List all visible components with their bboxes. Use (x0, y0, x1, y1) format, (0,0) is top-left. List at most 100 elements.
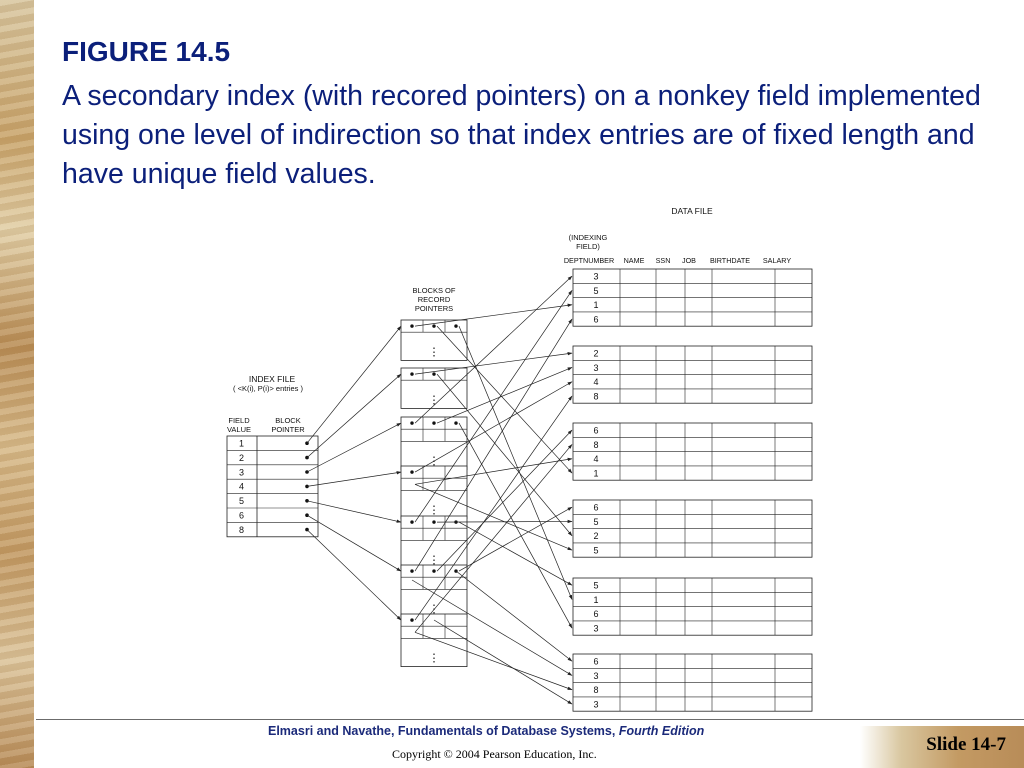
pointer-arrow (306, 373, 402, 458)
dept-number-cell: 6 (593, 609, 598, 619)
block-ellipsis: ⋮ (429, 555, 440, 567)
data-column-header: DEPTNUMBER (564, 256, 614, 265)
data-column-header: SSN (656, 256, 671, 265)
dept-number-cell: 4 (593, 454, 598, 464)
record-pointer-dot (410, 372, 414, 376)
pointer-arrow (306, 514, 402, 572)
pointer-arrow (436, 429, 573, 572)
index-field-value: 1 (239, 439, 244, 449)
dept-number-cell: 4 (593, 377, 598, 387)
record-pointer-dot (410, 421, 414, 425)
block-ellipsis: ⋮ (429, 394, 440, 406)
record-pointer-dot (410, 520, 414, 524)
index-field-value: 4 (239, 482, 244, 492)
pointer-arrow (433, 619, 573, 705)
data-column-header: JOB (682, 256, 696, 265)
pointer-arrow (458, 506, 573, 572)
dept-number-cell: 3 (593, 272, 598, 282)
record-pointer-dot (410, 324, 414, 328)
indexing-field-label-2: FIELD) (576, 242, 600, 251)
dept-number-cell: 6 (593, 314, 598, 324)
dept-number-cell: 6 (593, 426, 598, 436)
pointer-block (400, 564, 468, 618)
block-pointer-header-2: POINTER (271, 425, 305, 434)
pointer-arrow (306, 529, 402, 621)
footer-book-citation: Elmasri and Navathe, Fundamentals of Dat… (268, 724, 704, 738)
pointer-arrow (414, 444, 573, 633)
data-file: DATA FILE (INDEXING FIELD) DEPTNUMBER NAM… (564, 206, 813, 712)
dept-number-cell: 8 (593, 391, 598, 401)
record-pointer-dot (432, 569, 436, 573)
index-field-value: 6 (239, 511, 244, 521)
data-column-header: NAME (624, 256, 645, 265)
slide-number: Slide 14-7 (926, 734, 1006, 755)
index-table-border (226, 435, 319, 538)
dept-number-cell: 5 (593, 286, 598, 296)
dept-number-cell: 1 (593, 595, 598, 605)
field-value-header-2: VALUE (227, 425, 251, 434)
dept-number-cell: 6 (593, 503, 598, 513)
decorative-sand-sidebar (0, 0, 34, 768)
block-pointer-header-1: BLOCK (275, 416, 300, 425)
record-pointer-blocks: BLOCKS OF RECORD POINTERS ⋮⋮⋮⋮⋮⋮⋮ (400, 286, 468, 667)
figure-title: FIGURE 14.5 (62, 36, 231, 67)
index-field-value: 5 (239, 496, 244, 506)
blocks-label-line-1: BLOCKS OF (413, 286, 456, 295)
dept-number-cell: 1 (593, 468, 598, 478)
record-pointer-dot (432, 372, 436, 376)
pointer-arrow (414, 303, 573, 327)
dept-number-cell: 2 (593, 349, 598, 359)
pointer-dot (305, 484, 309, 489)
figure-caption: A secondary index (with recored pointers… (62, 80, 981, 190)
record-pointer-dot (432, 421, 436, 425)
blocks-label-line-2: RECORD (418, 295, 451, 304)
record-pointer-dot (432, 324, 436, 328)
pointer-arrow (411, 579, 573, 676)
dept-number-cell: 5 (593, 517, 598, 527)
block-ellipsis: ⋮ (429, 653, 440, 665)
pointer-arrow (414, 290, 573, 523)
record-pointer-dot (454, 421, 458, 425)
dept-number-cell: 5 (593, 581, 598, 591)
indexing-field-label-1: (INDEXING (569, 233, 608, 242)
pointer-block (400, 613, 468, 667)
data-column-header: SALARY (763, 256, 791, 265)
pointer-arrow (436, 367, 573, 424)
field-value-header-1: FIELD (228, 416, 250, 425)
dept-number-cell: 8 (593, 685, 598, 695)
index-field-value: 8 (239, 525, 244, 535)
pointer-arrow (306, 325, 402, 444)
block-ellipsis: ⋮ (429, 346, 440, 358)
data-file-title: DATA FILE (671, 206, 713, 216)
block-ellipsis: ⋮ (429, 456, 440, 468)
pointer-arrow (458, 422, 573, 629)
record-pointer-dot (410, 569, 414, 573)
record-pointer-dot (432, 520, 436, 524)
pointer-arrows (306, 275, 573, 705)
index-field-value: 2 (239, 453, 244, 463)
pointer-arrow (414, 318, 573, 572)
index-file: INDEX FILE ( <K(i), P(i)> entries ) FIEL… (226, 374, 319, 538)
pointer-arrow (306, 471, 402, 487)
pointer-arrow (436, 373, 573, 537)
dept-number-cell: 5 (593, 545, 598, 555)
slide-number-box: Slide 14-7 (860, 726, 1024, 768)
footer-edition: Fourth Edition (618, 724, 705, 738)
pointer-arrow (414, 395, 573, 621)
dept-number-cell: 2 (593, 531, 598, 541)
pointer-arrow (414, 631, 573, 691)
pointer-arrow (414, 381, 573, 473)
pointer-arrow (455, 570, 573, 662)
index-file-title: INDEX FILE (249, 374, 296, 384)
footer-book-title: Elmasri and Navathe, Fundamentals of Dat… (268, 724, 616, 738)
pointer-arrow (458, 325, 573, 600)
pointer-arrow (458, 521, 573, 586)
dept-number-cell: 1 (593, 300, 598, 310)
dept-number-cell: 3 (593, 699, 598, 709)
dept-number-cell: 3 (593, 363, 598, 373)
pointer-arrow (306, 500, 402, 523)
blocks-label-line-3: POINTERS (415, 304, 453, 313)
record-pointer-dot (410, 470, 414, 474)
block-ellipsis: ⋮ (429, 505, 440, 517)
